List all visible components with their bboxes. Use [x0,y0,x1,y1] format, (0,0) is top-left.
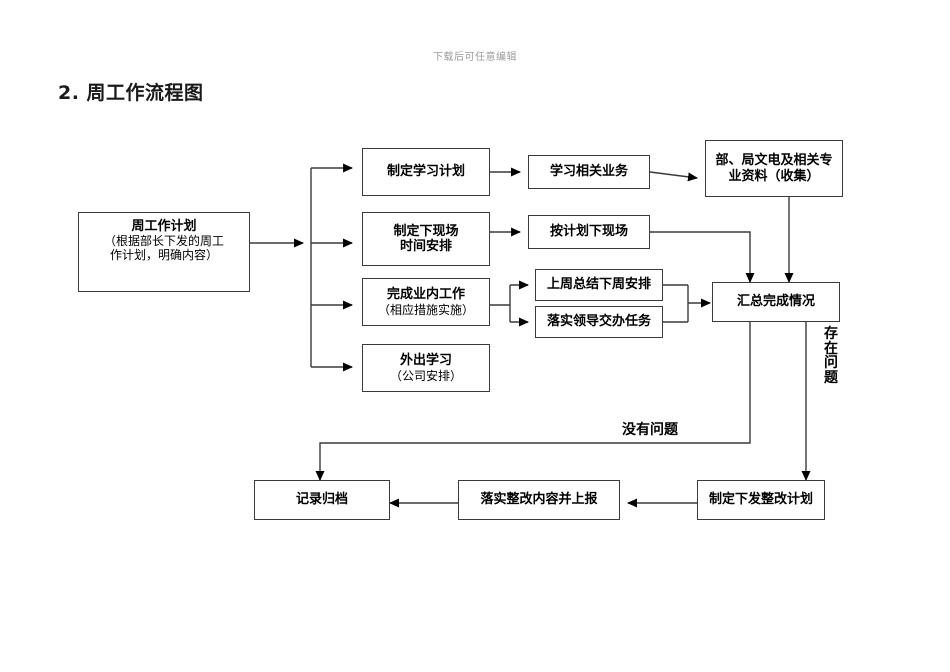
node-last-week-summary-title: 上周总结下周安排 [546,277,651,293]
node-implement-rectification[interactable]: 落实整改内容并上报 [458,480,620,520]
node-leader-tasks[interactable]: 落实领导交办任务 [535,306,663,338]
node-make-rectification-plan-title: 制定下发整改计划 [708,492,813,508]
node-finish-internal-work-sub: （相应措施实施） [377,302,474,317]
node-finish-internal-work-title: 完成业内工作 [386,287,465,303]
node-dept-documents-title2: 业资料（收集） [728,168,820,184]
edge-business-to-documents [649,171,698,182]
node-dept-documents-title1: 部、局文电及相关专 [715,153,833,169]
node-last-week-summary[interactable]: 上周总结下周安排 [535,269,663,301]
node-finish-internal-work[interactable]: 完成业内工作 （相应措施实施） [362,278,490,326]
node-make-study-plan-title: 制定学习计划 [386,164,465,180]
document-header-note: 下载后可任意编辑 [433,52,517,63]
node-weekly-plan-sub2: 作计划，明确内容） [109,248,218,263]
node-record-archive[interactable]: 记录归档 [254,480,390,520]
node-outside-study-title: 外出学习 [399,353,452,369]
node-summarize-completion[interactable]: 汇总完成情况 [712,282,840,322]
edge-label-no-problem: 没有问题 [622,422,678,438]
node-outside-study-sub: （公司安排） [389,368,462,383]
node-site-as-planned[interactable]: 按计划下现场 [528,215,650,249]
node-summarize-completion-title: 汇总完成情况 [736,294,815,310]
node-study-related-business[interactable]: 学习相关业务 [528,155,650,189]
node-make-site-schedule[interactable]: 制定下现场 时间安排 [362,212,490,266]
edge-summary-no-problem [315,322,751,481]
page-title: 2. 周工作流程图 [58,82,204,104]
node-make-study-plan[interactable]: 制定学习计划 [362,148,490,196]
node-weekly-plan-title: 周工作计划 [131,219,197,234]
edge-label-has-problem: 存在问题 [824,326,838,386]
node-make-site-schedule-title1: 制定下现场 [393,223,459,239]
node-outside-study[interactable]: 外出学习 （公司安排） [362,344,490,392]
node-make-rectification-plan[interactable]: 制定下发整改计划 [697,480,825,520]
node-weekly-plan-sub1: （根据部长下发的周工 [103,234,224,249]
node-dept-documents[interactable]: 部、局文电及相关专 业资料（收集） [705,140,843,197]
node-site-as-planned-title: 按计划下现场 [549,224,628,240]
node-record-archive-title: 记录归档 [295,492,348,508]
node-study-related-business-title: 学习相关业务 [549,164,628,180]
edge-site-to-summary [650,231,755,283]
node-weekly-plan[interactable]: 周工作计划 （根据部长下发的周工 作计划，明确内容） [78,212,250,292]
node-leader-tasks-title: 落实领导交办任务 [546,314,651,330]
node-implement-rectification-title: 落实整改内容并上报 [480,492,598,508]
node-make-site-schedule-title2: 时间安排 [399,239,452,254]
